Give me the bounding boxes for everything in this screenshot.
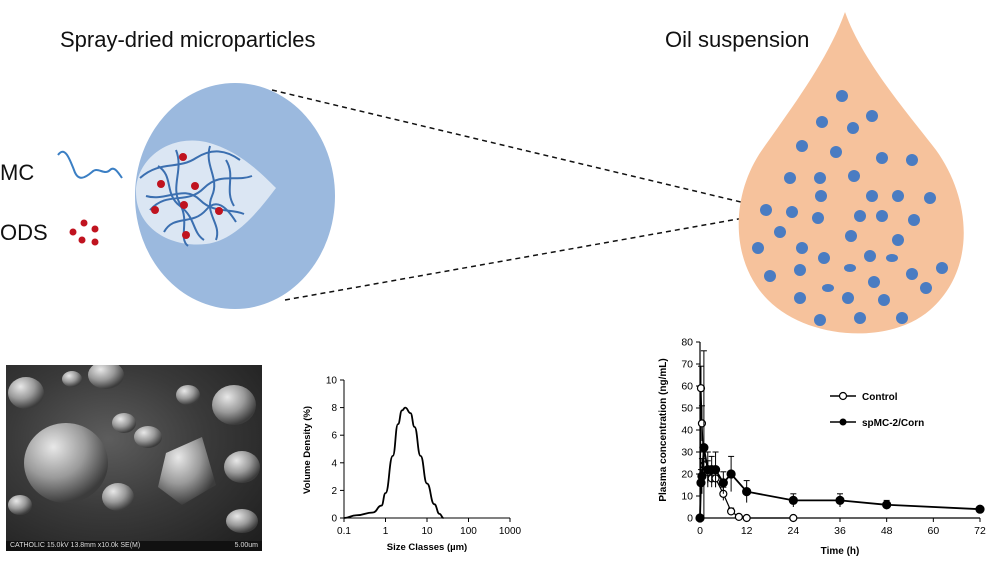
size-distribution-chart: 0 2 4 6 8 10 0.1 1 10 100 1000 Volume Density (%)… [302,376,522,554]
drug-particles [151,153,223,239]
pk-y-tick-label: 40 [681,425,693,437]
pk-x-tick-label: 60 [927,525,939,537]
pk-legend-control: Control [862,392,898,403]
pk-point [734,512,743,521]
pk-point [695,513,705,523]
pk-point [742,513,751,523]
pk-x-tick-label: 72 [974,525,986,537]
size-y-tick-label: 10 [326,376,338,387]
size-y-axis-label: Volume Density (%) [302,406,313,494]
size-y-tick-label: 2 [331,486,337,497]
pk-y-tick-label: 70 [681,359,693,371]
size-y-tick-label: 6 [331,431,337,442]
sem-micrograph: CATHOLIC 15.0kV 13.8mm x10.0k SE(M) 5.00… [6,365,262,551]
pk-point [727,507,736,516]
pk-y-tick-label: 50 [681,403,693,415]
pk-x-tick-label: 36 [834,525,846,537]
pk-legend-spmc: spMC-2/Corn [862,418,924,429]
pk-point [835,495,845,505]
pk-legend: Control spMC-2/Corn [830,391,924,429]
pk-point [975,504,985,514]
pk-y-tick-label: 10 [681,491,693,503]
pk-x-tick-label: 24 [787,525,799,537]
pk-point [699,442,709,453]
pk-legend-control-marker [838,391,848,401]
pk-y-tick-label: 60 [681,381,693,393]
pk-x-axis-label: Time (h) [821,546,860,557]
mc-polymer-icon [57,150,123,179]
pk-x-tick-label: 48 [881,525,893,537]
size-y-tick-label: 8 [331,403,337,414]
pk-point [718,478,728,488]
size-x-tick-label: 10 [421,526,433,537]
size-x-axis-label: Size Classes (µm) [387,542,467,553]
pk-y-tick-label: 30 [681,447,693,459]
microparticle-inner-matrix [136,140,276,245]
connector-line-bottom [284,213,767,301]
pk-point [882,500,892,510]
ods-dots-icon [69,219,99,246]
size-x-tick-label: 1 [383,526,389,537]
pk-point [726,469,736,479]
pk-point [697,419,707,428]
size-x-tick-label: 1000 [499,526,522,537]
sem-footer-info: CATHOLIC 15.0kV 13.8mm x10.0k SE(M) [10,542,141,549]
schematic-diagram [57,12,964,334]
pk-y-tick-label: 80 [681,337,693,349]
legend-ods-label: ODS [0,220,48,245]
connector-line-top [271,89,767,209]
size-x-tick-label: 0.1 [337,526,351,537]
heading-oil-suspension: Oil suspension [665,27,810,52]
pk-point [697,471,707,481]
size-y-tick-label: 0 [331,514,337,525]
heading-spray-dried: Spray-dried microparticles [60,27,316,52]
pk-y-axis-label: Plasma concentration (ng/mL) [658,358,669,501]
pk-x-tick-label: 12 [741,525,753,537]
size-distribution-curve [343,406,444,519]
pk-y-tick-label: 20 [681,469,693,481]
size-y-tick-label: 4 [331,458,337,469]
sem-scale-bar-label: 5.00um [234,542,258,549]
pk-x-tick-label: 0 [697,525,703,537]
pk-line [699,447,981,519]
pk-chart: 0 10 20 30 40 50 60 70 80 0 12 24 36 48 60 72 Plasma c… [658,337,986,558]
pk-point [696,384,706,393]
pk-point [742,487,752,497]
pk-legend-spmc-marker [839,418,847,426]
pk-series-spmc [695,350,985,523]
pk-point [710,465,721,475]
size-x-tick-label: 100 [460,526,477,537]
pk-y-tick-label: 0 [687,513,693,525]
oil-particles [752,90,948,326]
pk-point [789,513,798,523]
pk-point [788,495,798,505]
legend-mc-label: MC [0,160,35,185]
